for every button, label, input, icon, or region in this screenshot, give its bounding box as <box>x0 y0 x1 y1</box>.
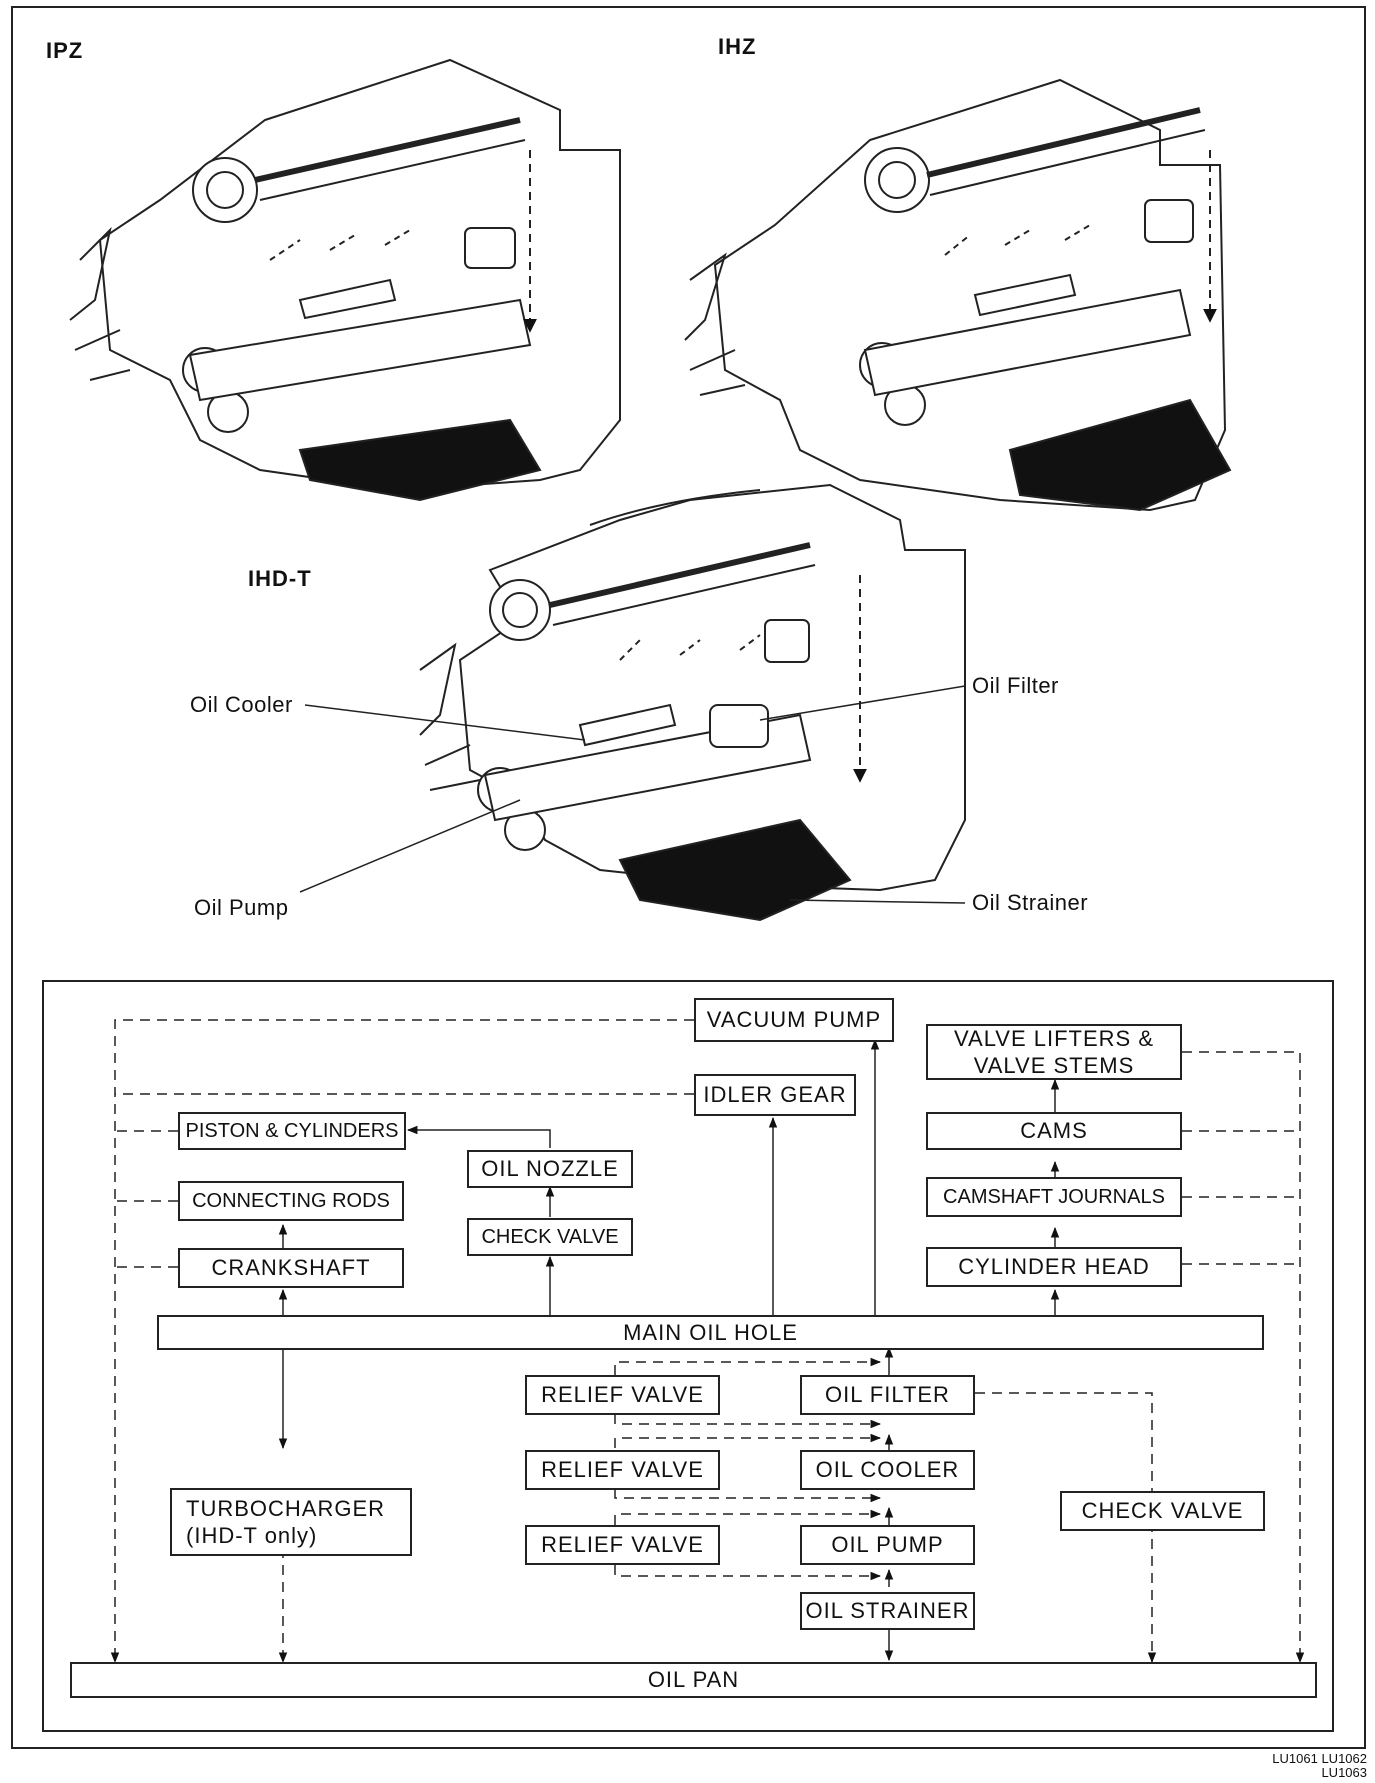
lubrication-flowchart <box>42 980 1334 1732</box>
node-camshaft-journals: CAMSHAFT JOURNALS <box>926 1177 1182 1217</box>
node-connecting-rods: CONNECTING RODS <box>178 1181 404 1221</box>
callout-oil-cooler: Oil Cooler <box>190 692 293 718</box>
node-oil-filter: OIL FILTER <box>800 1375 975 1415</box>
reference-code-line-2: LU1063 <box>1272 1766 1367 1780</box>
callout-oil-filter: Oil Filter <box>972 673 1059 699</box>
node-valve-lifters-stems: VALVE LIFTERS & VALVE STEMS <box>926 1024 1182 1080</box>
node-relief-valve-1: RELIEF VALVE <box>525 1375 720 1415</box>
engine-label-ihdt: IHD-T <box>248 566 312 592</box>
oil-strainer-leader <box>790 900 965 903</box>
engine-ihz-illustration <box>685 80 1230 510</box>
node-relief-valve-3: RELIEF VALVE <box>525 1525 720 1565</box>
node-oil-pump: OIL PUMP <box>800 1525 975 1565</box>
node-oil-strainer: OIL STRAINER <box>800 1592 975 1630</box>
reference-codes: LU1061 LU1062 LU1063 <box>1272 1752 1367 1781</box>
node-crankshaft: CRANKSHAFT <box>178 1248 404 1288</box>
engine-label-ipz: IPZ <box>46 38 83 64</box>
engine-label-ihz: IHZ <box>718 34 756 60</box>
oil-pump-leader <box>300 800 520 892</box>
node-oil-nozzle: OIL NOZZLE <box>467 1150 633 1188</box>
node-oil-pan: OIL PAN <box>70 1662 1317 1698</box>
node-idler-gear: IDLER GEAR <box>694 1074 856 1116</box>
node-cams: CAMS <box>926 1112 1182 1150</box>
callout-oil-strainer: Oil Strainer <box>972 890 1088 916</box>
node-relief-valve-2: RELIEF VALVE <box>525 1450 720 1490</box>
node-check-valve-lower: CHECK VALVE <box>1060 1491 1265 1531</box>
reference-code-line-1: LU1061 LU1062 <box>1272 1752 1367 1766</box>
engine-illustrations <box>0 0 1375 975</box>
node-turbocharger: TURBOCHARGER (IHD-T only) <box>170 1488 412 1556</box>
node-cylinder-head: CYLINDER HEAD <box>926 1247 1182 1287</box>
engine-ipz-illustration <box>70 60 620 500</box>
node-main-oil-hole: MAIN OIL HOLE <box>157 1315 1264 1350</box>
node-piston-cylinders: PISTON & CYLINDERS <box>178 1112 406 1150</box>
node-check-valve-upper: CHECK VALVE <box>467 1218 633 1256</box>
callout-oil-pump: Oil Pump <box>194 895 288 921</box>
node-vacuum-pump: VACUUM PUMP <box>694 998 894 1042</box>
node-oil-cooler: OIL COOLER <box>800 1450 975 1490</box>
engine-ihdt-illustration <box>420 485 965 920</box>
